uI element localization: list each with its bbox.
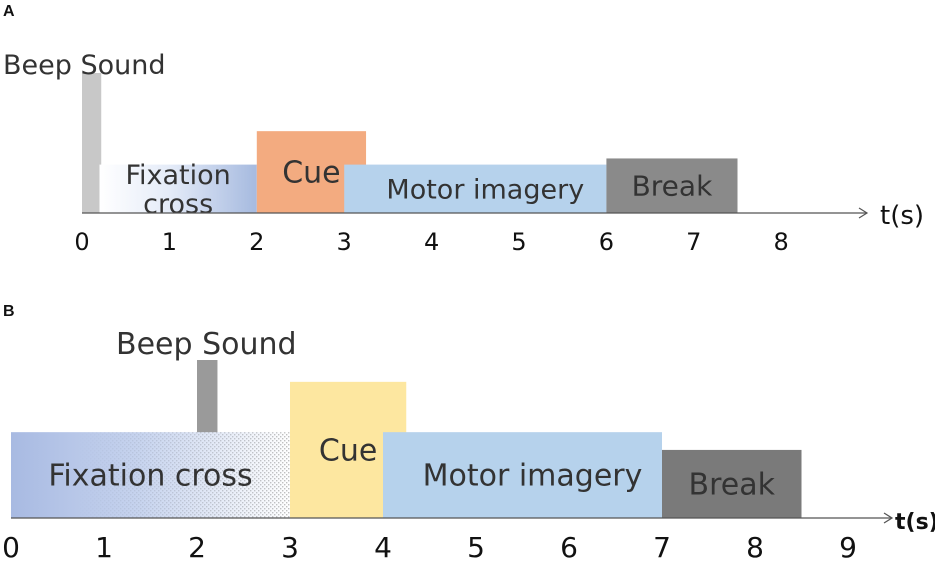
panel-b-tick-6: 6 <box>560 531 578 562</box>
panel-a-letter: A <box>3 3 15 20</box>
panel-a-axis-label: t(s) <box>880 201 924 231</box>
panel-b-tick-7: 7 <box>653 531 671 562</box>
panel-a-tick-4: 4 <box>424 228 439 256</box>
panel-b-label-break: Break <box>689 467 776 502</box>
panel-b-label-fixation-cross: Fixation cross <box>48 459 252 494</box>
panel-b-letter: B <box>3 303 15 320</box>
panel-b-label-motor-imagery: Motor imagery <box>423 459 643 494</box>
panel-a-beep-label: Beep Sound <box>3 50 166 81</box>
panel-a-segment-break <box>606 158 738 213</box>
panel-b-tick-3: 3 <box>281 531 299 562</box>
panel-a-label-motor-imagery: Motor imagery <box>386 174 584 205</box>
panel-b-tick-2: 2 <box>188 531 206 562</box>
panel-a-tick-0: 0 <box>74 228 89 256</box>
panel-b-tick-9: 9 <box>839 531 857 562</box>
panel-b-segment-break <box>662 449 802 518</box>
panel-a-tick-6: 6 <box>599 228 614 256</box>
panel-b-tick-4: 4 <box>374 531 392 562</box>
panel-a-segment-motor-imagery <box>344 164 607 213</box>
panel-b-axis-label: t(s) <box>895 510 935 535</box>
panel-a-label-fixation-cross-line-2: cross <box>143 189 213 220</box>
panel-a-segment-fixation-cross <box>99 164 257 213</box>
panel-b-tick-5: 5 <box>467 531 485 562</box>
panel-b-fixation-dots <box>33 432 290 518</box>
panel-b-label-cue: Cue <box>319 433 377 468</box>
panel-a-axis-arrow-icon <box>858 207 869 219</box>
panel-a-tick-2: 2 <box>249 228 264 256</box>
panel-a-tick-8: 8 <box>774 228 789 256</box>
panel-b-tick-8: 8 <box>746 531 764 562</box>
panel-a-tick-7: 7 <box>686 228 701 256</box>
panel-b-segment-motor-imagery <box>383 432 662 518</box>
panel-b-beep-label: Beep Sound <box>116 327 297 362</box>
panel-a-tick-3: 3 <box>337 228 352 256</box>
panel-a-label-break: Break <box>632 170 713 203</box>
panel-b-axis-arrow-icon <box>883 512 894 524</box>
panel-a-tick-5: 5 <box>511 228 526 256</box>
panel-a-tick-1: 1 <box>162 228 177 256</box>
panel-b-tick-1: 1 <box>95 531 113 562</box>
panel-b-tick-0: 0 <box>2 531 20 562</box>
panel-a-label-cue: Cue <box>282 156 340 191</box>
panel-a-beep-bar <box>82 73 102 213</box>
panel-a-label-fixation-cross-line-1: Fixation <box>125 160 230 191</box>
